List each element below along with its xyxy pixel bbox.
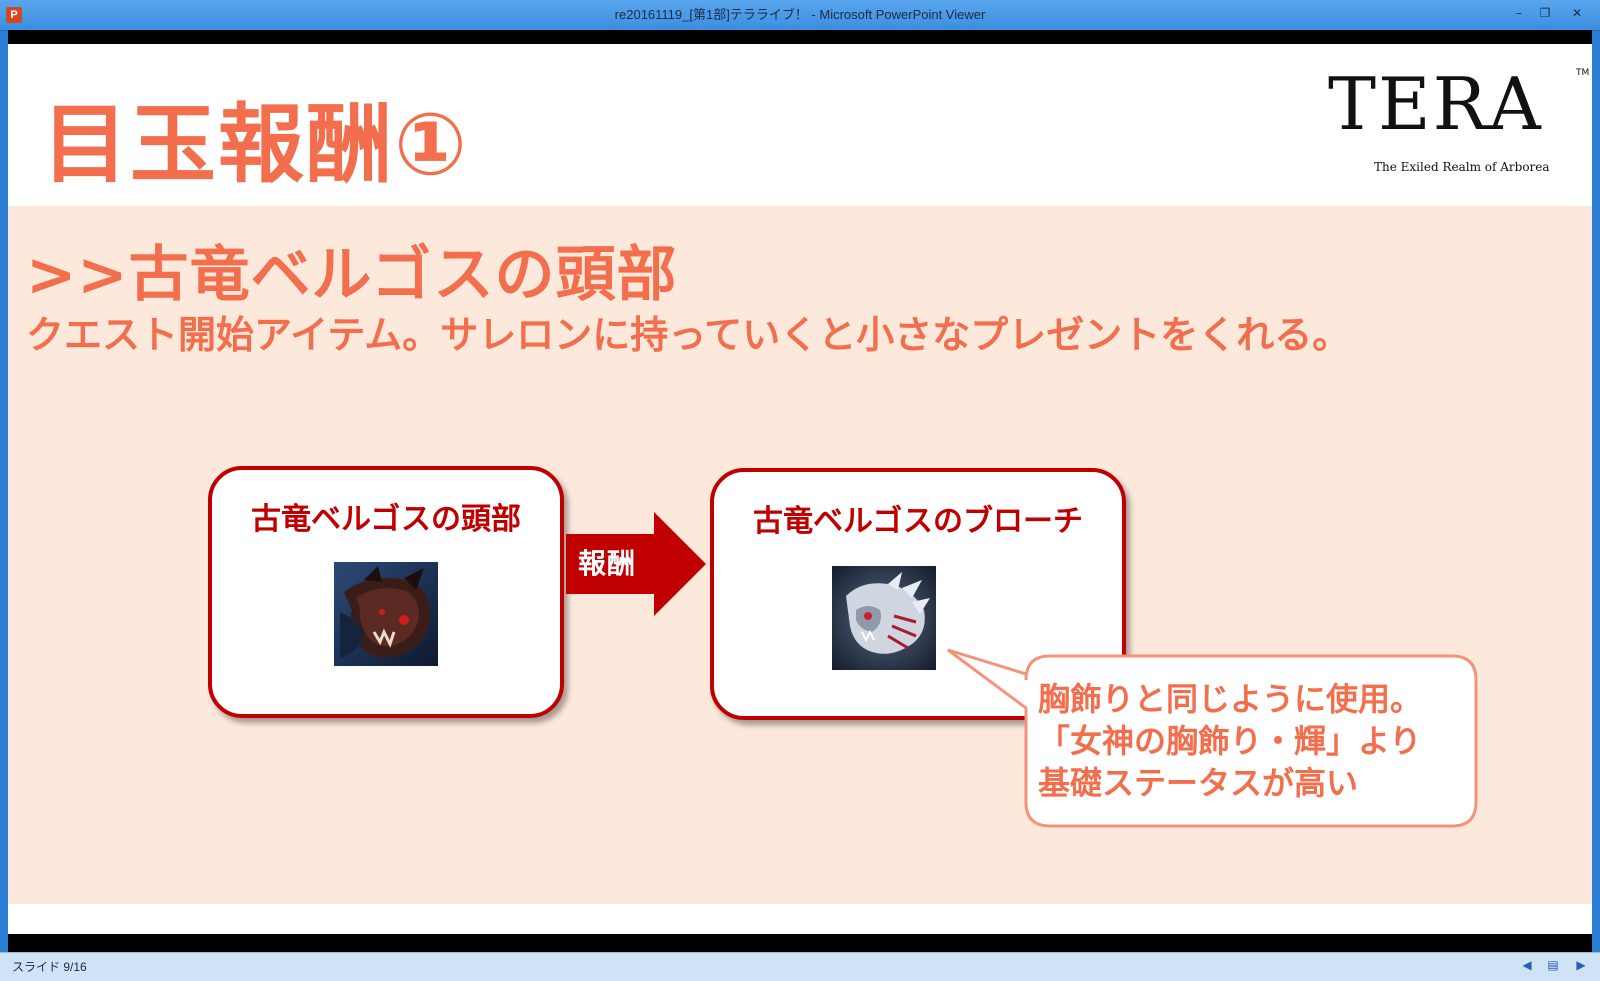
section-heading: >>古竜ベルゴスの頭部	[26, 240, 678, 310]
slide[interactable]: 目玉報酬① TERA TM The Exiled Realm of Arbore…	[8, 44, 1592, 934]
logo-wordmark: TERA	[1328, 62, 1543, 146]
item-name-left: 古竜ベルゴスの頭部	[251, 502, 521, 537]
tera-logo: TERA TM The Exiled Realm of Arborea	[1328, 62, 1590, 182]
item-box-right: 古竜ベルゴスのブローチ	[710, 468, 1126, 720]
item-box-left: 古竜ベルゴスの頭部	[208, 466, 564, 718]
content-panel: >>古竜ベルゴスの頭部 クエスト開始アイテム。サレロンに持っていくと小さなプレゼ…	[8, 206, 1592, 904]
previous-slide-icon[interactable]: ◀	[1522, 958, 1532, 972]
close-button[interactable]: ✕	[1571, 6, 1583, 20]
slide-viewer: 目玉報酬① TERA TM The Exiled Realm of Arbore…	[8, 30, 1592, 952]
slide-header: 目玉報酬① TERA TM The Exiled Realm of Arbore…	[8, 44, 1592, 204]
logo-trademark: TM	[1576, 68, 1590, 78]
window-title: re20161119_[第1部]テラライブ！ - Microsoft Power…	[614, 7, 986, 22]
slide-menu-icon[interactable]: ▤	[1547, 958, 1559, 972]
status-bar: スライド 9/16 ◀ ▤ ▶	[0, 952, 1600, 981]
minimize-button[interactable]: –	[1516, 6, 1522, 20]
logo-tagline: The Exiled Realm of Arborea	[1374, 160, 1550, 174]
dragon-head-icon	[334, 562, 438, 666]
callout-bubble	[947, 648, 1478, 828]
callout-line-3: 基礎ステータスが高い	[1038, 764, 1359, 802]
slide-counter: スライド 9/16	[12, 960, 87, 974]
dragon-brooch-icon	[832, 566, 936, 670]
arrow-label: 報酬	[578, 547, 637, 580]
powerpoint-app-icon[interactable]: P	[6, 7, 22, 23]
restore-button[interactable]: ❐	[1539, 6, 1551, 20]
reward-arrow-icon	[566, 512, 706, 616]
section-description: クエスト開始アイテム。サレロンに持っていくと小さなプレゼントをくれる。	[26, 313, 1351, 357]
next-slide-icon[interactable]: ▶	[1576, 958, 1586, 972]
callout-line-1: 胸飾りと同じように使用。	[1038, 680, 1423, 718]
callout-line-2: 「女神の胸飾り・輝」より	[1038, 722, 1422, 760]
item-name-right: 古竜ベルゴスのブローチ	[753, 504, 1083, 539]
window-titlebar: P re20161119_[第1部]テラライブ！ - Microsoft Pow…	[0, 0, 1600, 31]
slide-title: 目玉報酬①	[42, 95, 469, 195]
callout-text: 胸飾りと同じように使用。 「女神の胸飾り・輝」より 基礎ステータスが高い	[1038, 678, 1422, 804]
